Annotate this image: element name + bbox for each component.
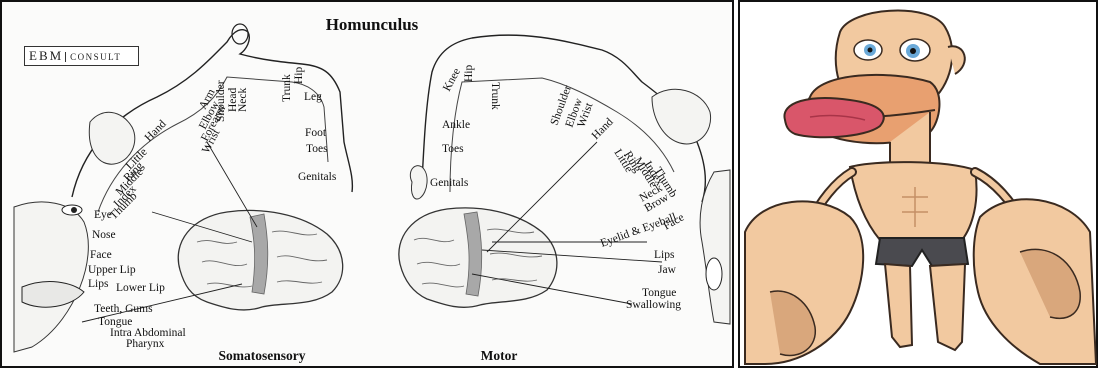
sensory-label-foot: Foot xyxy=(305,127,327,139)
cartoon-canvas xyxy=(740,2,1098,370)
caption-somatosensory: Somatosensory xyxy=(219,348,306,363)
sensory-label-nose: Nose xyxy=(92,229,116,241)
cartoon-tongue xyxy=(784,98,883,137)
sensory-hand-sketch xyxy=(89,112,135,164)
caption-motor: Motor xyxy=(481,348,518,363)
sensory-label-genitals: Genitals xyxy=(298,171,337,183)
sensory-label-lower-lip: Lower Lip xyxy=(116,282,165,294)
sensory-label-lips: Lips xyxy=(88,278,109,290)
motor-label-lips: Lips xyxy=(654,249,675,261)
cartoon-shorts xyxy=(876,238,968,266)
sensory-label-leg: Leg xyxy=(304,91,322,103)
motor-label-hip: Hip xyxy=(463,65,475,83)
sensory-label-eye: Eye xyxy=(94,209,112,221)
sensory-label-teeth-gums: Teeth, Gums xyxy=(94,303,153,315)
cartoon-pupil-right xyxy=(910,48,916,54)
motor-label-ankle: Ankle xyxy=(442,119,470,131)
motor-label-trunk: Trunk xyxy=(489,82,501,110)
homunculus-diagram: Homunculus Arm Elbow Forearm Wrist Shoul… xyxy=(0,0,734,368)
motor-label-tongue: Tongue xyxy=(642,287,676,299)
cartoon-torso xyxy=(850,162,977,240)
motor-label-hand: Hand xyxy=(590,116,616,142)
cartoon-leg-right xyxy=(930,264,965,350)
sensory-label-shoulder: Shoulder xyxy=(215,80,227,122)
motor-label-swallowing: Swallowing xyxy=(626,299,681,311)
cartoon-leg-left xyxy=(885,264,912,347)
motor-label-genitals: Genitals xyxy=(430,177,469,189)
sensory-face-sketch xyxy=(14,202,88,352)
homunculus-cartoon xyxy=(738,0,1098,368)
motor-face-sketch xyxy=(700,170,730,324)
motor-mouth-sketch xyxy=(706,258,722,290)
sensory-label-face: Face xyxy=(90,249,112,261)
sensory-pupil-sketch xyxy=(71,207,77,213)
sensory-label-upper-lip: Upper Lip xyxy=(88,264,136,276)
motor-label-toes: Toes xyxy=(442,143,464,155)
logo-sub: CONSULT xyxy=(65,52,121,62)
sensory-label-trunk: Trunk xyxy=(281,74,293,102)
motor-genitals-sketch xyxy=(410,166,427,199)
sensory-label-hip: Hip xyxy=(293,67,305,85)
sensory-brain xyxy=(178,210,342,310)
motor-hand-sketch xyxy=(652,89,711,144)
motor-label-jaw: Jaw xyxy=(658,264,677,276)
motor-brain xyxy=(399,208,557,307)
sensory-label-neck: Neck xyxy=(237,87,249,112)
cartoon-pupil-left xyxy=(868,48,873,53)
sensory-label-toes: Toes xyxy=(306,143,328,155)
diagram-title: Homunculus xyxy=(326,15,419,34)
sensory-head-sketch xyxy=(232,24,248,44)
sensory-label-pharynx: Pharynx xyxy=(126,338,165,350)
logo-brand: EBM xyxy=(29,48,63,63)
